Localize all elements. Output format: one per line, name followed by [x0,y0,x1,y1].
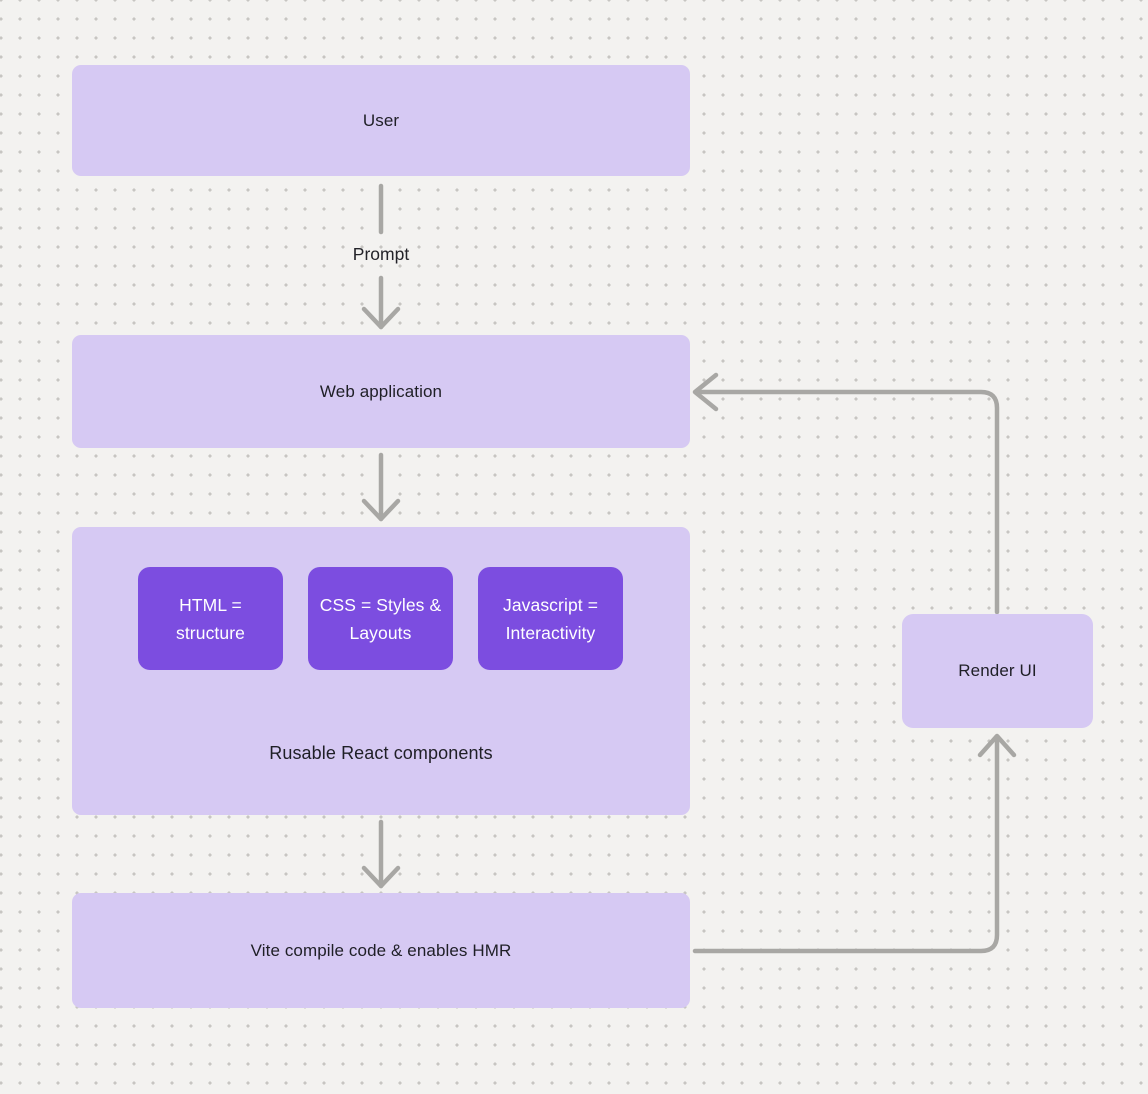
node-user: User [72,65,690,176]
component-box-html-label: HTML = structure [176,594,245,643]
component-box-css-label: CSS = Styles & Layouts [319,594,442,643]
component-box-html: HTML = structure [138,567,283,670]
arrowhead-down-into-components [361,498,401,522]
arrowhead-down-into-vite [361,865,401,889]
node-vite: Vite compile code & enables HMR [72,893,690,1008]
component-box-javascript-label: Javascript = Interactivity [502,594,599,643]
node-components-label: Rusable React components [269,743,493,763]
component-box-css: CSS = Styles & Layouts [308,567,453,670]
component-row: HTML = structure CSS = Styles & Layouts … [72,567,690,670]
node-render-ui: Render UI [902,614,1093,728]
edge-renderui-to-webapp [694,389,1000,615]
edge-vite-to-renderui [692,734,1000,954]
node-web-application-label: Web application [319,381,443,401]
node-render-ui-label: Render UI [958,661,1037,680]
node-user-label: User [362,110,400,130]
node-components-container: HTML = structure CSS = Styles & Layouts … [72,527,690,815]
arrowhead-down-into-webapp [361,306,401,330]
edge-label-prompt: Prompt [352,244,410,264]
arrowhead-up-into-renderui [977,733,1017,758]
node-vite-label: Vite compile code & enables HMR [250,940,512,960]
arrowhead-left-into-webapp [692,372,719,412]
component-box-javascript: Javascript = Interactivity [478,567,623,670]
node-web-application: Web application [72,335,690,448]
